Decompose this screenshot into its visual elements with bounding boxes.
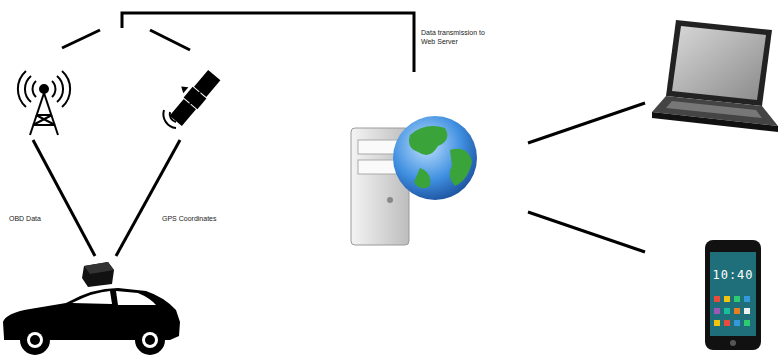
smartphone-icon <box>705 240 761 350</box>
car-silhouette <box>3 288 180 355</box>
link-label: GPS Coordinates <box>162 214 232 223</box>
cell-tower-icon <box>18 71 70 135</box>
signal-waves <box>163 110 176 128</box>
laptop-icon <box>652 20 778 132</box>
globe-icon <box>393 116 477 200</box>
transmission-note: Data transmission to Web Server <box>421 28 497 46</box>
link-lines <box>33 13 645 256</box>
obd-device <box>82 262 114 287</box>
link-label: OBD Data <box>9 214 54 223</box>
satellite-icon <box>162 63 221 126</box>
phone-clock: 10:40 <box>710 268 756 282</box>
